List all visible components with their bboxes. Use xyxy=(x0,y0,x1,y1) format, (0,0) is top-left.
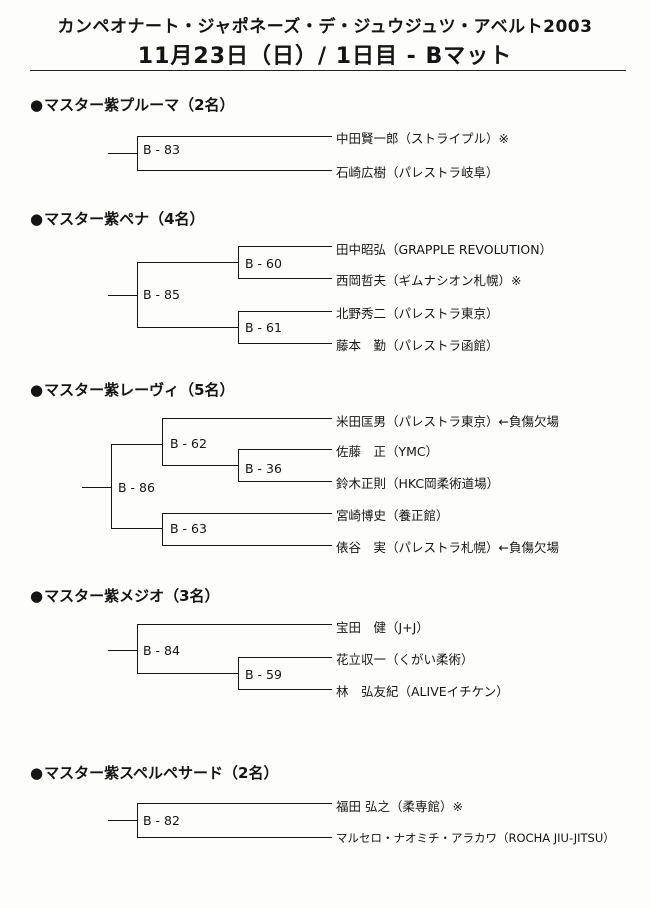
bracket-line xyxy=(108,650,138,651)
entry-name: 石崎広樹（パレストラ岐阜） xyxy=(336,165,499,180)
bracket-line xyxy=(238,246,332,247)
division-heading-pena: ●マスター紫ペナ（4名） xyxy=(30,210,205,228)
entry-name: 俵谷 実（パレストラ札幌）←負傷欠場 xyxy=(336,540,559,555)
bracket-line xyxy=(238,449,239,482)
page-title: カンペオナート・ジャポネーズ・デ・ジュウジュツ・アベルト2003 xyxy=(57,17,593,37)
match-label: B - 61 xyxy=(245,320,282,335)
bracket-line xyxy=(137,262,239,263)
bracket-line xyxy=(162,513,332,514)
bracket-line xyxy=(137,262,138,328)
entry-name: 林 弘友紀（ALIVEイチケン） xyxy=(336,684,509,699)
entry-name: 北野秀二（パレストラ東京） xyxy=(336,306,499,321)
entry-name: 佐藤 正（YMC） xyxy=(336,444,439,459)
match-label: B - 59 xyxy=(245,667,282,682)
match-label: B - 36 xyxy=(245,461,282,476)
match-label: B - 82 xyxy=(143,813,180,828)
bracket-line xyxy=(238,481,332,482)
match-label: B - 86 xyxy=(118,480,155,495)
entry-name: 中田賢一郎（ストライプル）※ xyxy=(336,131,509,146)
bracket-line xyxy=(137,136,332,137)
entry-name: 福田 弘之（柔専館）※ xyxy=(336,799,463,814)
bracket-line xyxy=(111,444,163,445)
bracket-line xyxy=(238,657,332,658)
match-label: B - 63 xyxy=(170,521,207,536)
bracket-line xyxy=(108,153,138,154)
entry-name: 宝田 健（J+J） xyxy=(336,620,429,635)
entry-name: 藤本 勤（パレストラ函館） xyxy=(336,338,499,353)
entry-name: 田中昭弘（GRAPPLE REVOLUTION） xyxy=(336,242,553,257)
entry-name: 鈴木正則（HKC岡柔術道場） xyxy=(336,476,500,491)
bracket-line xyxy=(137,624,332,625)
match-label: B - 60 xyxy=(245,256,282,271)
bracket-line xyxy=(162,513,163,546)
bracket-line xyxy=(238,657,239,690)
bracket-line xyxy=(137,624,138,674)
bracket-line xyxy=(162,465,239,466)
match-label: B - 84 xyxy=(143,643,180,658)
bracket-line xyxy=(82,487,112,488)
title-rule xyxy=(30,70,626,71)
bracket-line xyxy=(162,418,332,419)
bracket-line xyxy=(111,528,163,529)
bracket-line xyxy=(238,246,239,279)
bracket-line xyxy=(137,803,138,838)
bracket-line xyxy=(137,170,332,171)
entry-name: 宮崎博史（養正館） xyxy=(336,508,449,523)
page-subtitle: 11月23日（日）/ 1日目 - Bマット xyxy=(137,44,513,69)
bracket-line xyxy=(238,689,332,690)
match-label: B - 85 xyxy=(143,287,180,302)
entry-name: マルセロ・ナオミチ・アラカワ（ROCHA JIU-JITSU） xyxy=(336,831,615,845)
division-heading-medio: ●マスター紫メジオ（3名） xyxy=(30,587,220,605)
bracket-line xyxy=(238,343,332,344)
bracket-line xyxy=(137,327,239,328)
match-label: B - 83 xyxy=(143,142,180,157)
bracket-line xyxy=(137,803,332,804)
bracket-line xyxy=(108,820,138,821)
match-label: B - 62 xyxy=(170,436,207,451)
division-heading-leve: ●マスター紫レーヴィ（5名） xyxy=(30,381,235,399)
bracket-line xyxy=(162,418,163,466)
bracket-line xyxy=(137,837,332,838)
bracket-line xyxy=(238,311,332,312)
bracket-line xyxy=(238,311,239,344)
bracket-line xyxy=(108,295,138,296)
entry-name: 米田匡男（パレストラ東京）←負傷欠場 xyxy=(336,414,559,429)
bracket-line xyxy=(162,545,332,546)
division-heading-pluma: ●マスター紫プルーマ（2名） xyxy=(30,96,235,114)
division-heading-super-pesado: ●マスター紫スペルペサード（2名） xyxy=(30,764,279,782)
entry-name: 西岡哲夫（ギムナシオン札幌）※ xyxy=(336,273,522,288)
bracket-line xyxy=(238,449,332,450)
bracket-line xyxy=(238,278,332,279)
bracket-line xyxy=(137,673,239,674)
entry-name: 花立収一（くがい柔術） xyxy=(336,652,474,667)
bracket-line xyxy=(111,444,112,529)
bracket-line xyxy=(137,136,138,171)
